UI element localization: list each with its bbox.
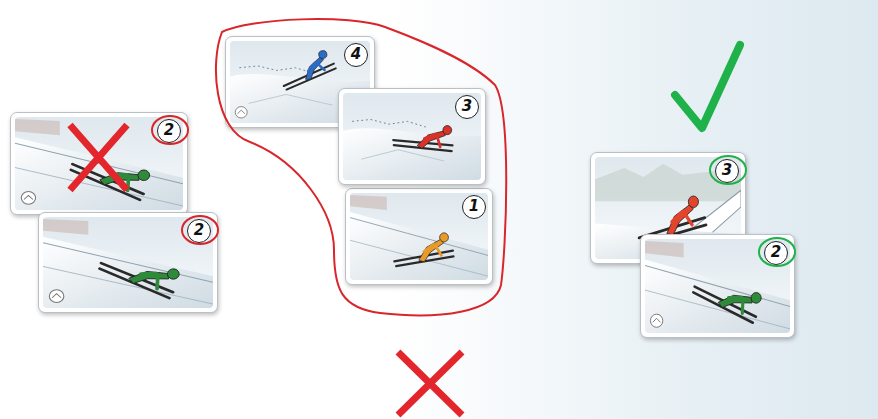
wrong-cross <box>70 125 127 190</box>
highlight-ring <box>710 156 746 184</box>
ski-jumper <box>69 135 159 210</box>
card-number: 2 <box>157 119 181 143</box>
card-scene <box>343 93 481 180</box>
wrong-cross <box>398 352 462 415</box>
highlight-ring <box>152 116 188 144</box>
card-scene <box>645 239 790 333</box>
ski-jumper-figure <box>69 135 159 210</box>
card-number: 3 <box>715 159 739 183</box>
card-number: 1 <box>462 195 486 219</box>
ski-jumper <box>394 229 455 272</box>
game-card: 2 <box>640 234 795 338</box>
ski-jumper-figure <box>691 257 769 333</box>
highlight-ring <box>182 216 218 244</box>
game-card: 2 <box>10 112 188 215</box>
ski-jumper-figure <box>392 109 459 165</box>
card-icon <box>650 314 662 327</box>
card-number: 3 <box>455 95 479 119</box>
ski-jumper-figure <box>97 235 188 308</box>
ski-jumper <box>392 109 459 165</box>
game-card: 3 <box>338 88 486 185</box>
highlight-ring <box>759 238 795 266</box>
card-icon <box>235 107 247 118</box>
ski-jumper-figure <box>394 229 455 272</box>
card-icon <box>49 290 64 303</box>
card-scene <box>43 217 213 308</box>
ski-jumper <box>97 235 188 308</box>
ski-jumper-figure <box>279 49 338 90</box>
card-icon <box>21 191 35 204</box>
card-scene <box>350 193 488 280</box>
card-number: 4 <box>344 43 368 67</box>
game-card: 1 <box>345 188 493 285</box>
card-scene <box>15 117 183 210</box>
group-outline <box>216 19 506 315</box>
card-number: 2 <box>187 219 211 243</box>
ski-jumper <box>279 49 338 90</box>
ski-jumper <box>691 257 769 333</box>
game-card: 2 <box>38 212 218 313</box>
card-number: 2 <box>764 241 788 265</box>
correct-check <box>675 45 740 128</box>
